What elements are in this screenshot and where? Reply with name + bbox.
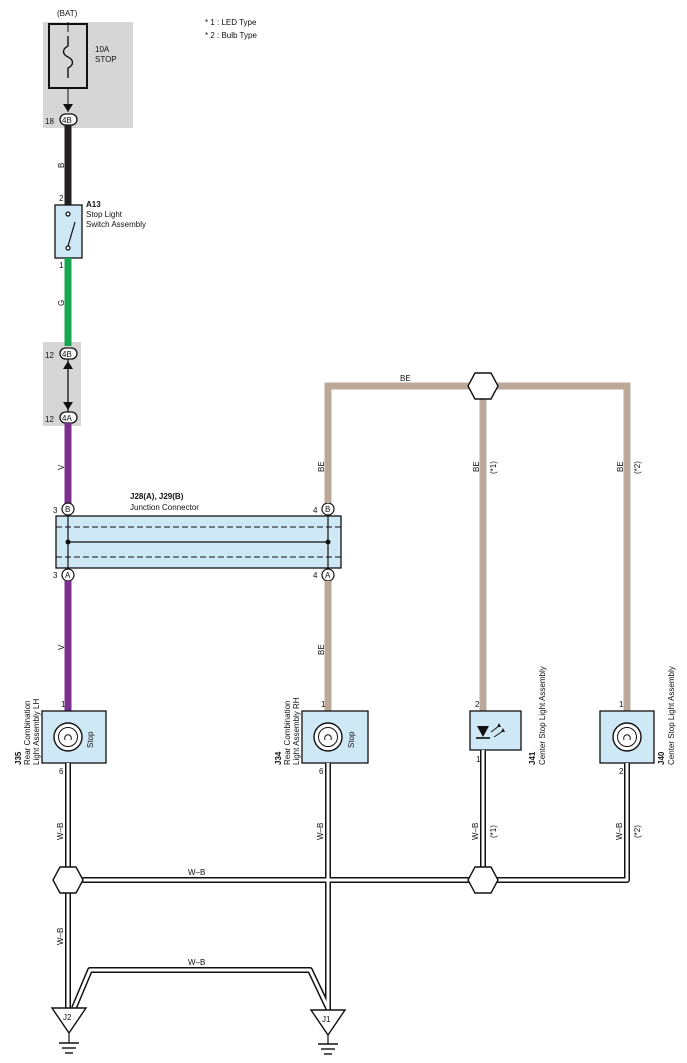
junction-name: Junction Connector [130,503,199,512]
connector-arrow-down-icon [63,402,73,410]
wb-bulb-label: W–B [615,823,624,840]
jc-conn-b-left [61,502,75,516]
lh-code: J35 [14,751,23,765]
bulb-name: Center Stop Light Assembly [667,666,676,765]
white-black-wires [65,750,630,1010]
led-name: Center Stop Light Assembly [538,666,547,765]
ground-j1: J1 [322,1015,331,1024]
switch-contact-icon [65,211,76,251]
pin-12-lower: 12 [45,415,54,424]
lh-name-1: Rear Combination [23,701,32,765]
bulb-pin-out: 2 [619,767,624,776]
jc-conn-a-right-label: A [325,571,331,580]
wb-left-lower-label: W–B [56,928,65,945]
beige-wire-bulb-tag: (*2) [633,461,642,474]
connector-arrow-up-icon [63,361,73,369]
rh-pin-in: 1 [321,700,326,709]
rh-pin-out: 6 [319,767,324,776]
switch-name-2: Switch Assembly [86,220,146,229]
beige-wire-led-tag: (*1) [489,461,498,474]
led-pin-out: 1 [476,755,481,764]
wb-rh-label: W–B [316,823,325,840]
lh-pin-out: 6 [59,767,64,776]
beige-splice [467,372,499,400]
pin-12-upper: 12 [45,351,54,360]
ground-icon [50,1007,88,1054]
bulb-icon [53,722,83,752]
beige-wire-bulb-label: BE [616,461,625,472]
bulb-pin-in: 1 [619,700,624,709]
wb-splice-left [52,866,84,894]
lh-name-2: Light Assembly LH [32,699,41,765]
led-pin-in: 2 [475,700,480,709]
connector-4b-inline-label: 4B [62,350,72,359]
fuse-name: STOP [95,55,117,64]
jc-pin-left-top: 3 [53,506,58,515]
jc-conn-a-left-label: A [65,571,71,580]
lamp-j41 [469,710,522,751]
jc-pin-right-top: 4 [313,506,318,515]
wb-led-tag: (*1) [489,825,498,838]
led-code: J41 [528,751,537,765]
violet-wire-lower-label: V [57,644,66,650]
led-icon [476,723,505,739]
bat-label: (BAT) [57,9,78,18]
fuse-icon [62,36,74,78]
wb-bottom-label: W–B [188,958,205,967]
rh-name-2: Light Assembly RH [292,697,301,765]
junction-code: J28(A), J29(B) [130,492,184,501]
violet-wire-upper-label: V [57,464,66,470]
jc-conn-b-left-label: B [65,505,70,514]
connector-4b-top-label: 4B [62,116,72,125]
jc-pin-left-bottom: 3 [53,571,58,580]
ground-j2: J2 [63,1013,72,1022]
jc-node-left [65,539,71,545]
lh-pin-in: 1 [61,700,66,709]
wb-lh-label: W–B [56,823,65,840]
switch-pin-out: 1 [59,261,64,270]
switch-name-1: Stop Light [86,210,123,219]
bulb-code: J40 [657,751,666,765]
note-bulb: * 2 : Bulb Type [205,31,257,40]
black-wire-label: B [57,163,66,168]
switch-code: A13 [86,200,101,209]
bulb-icon [612,722,642,752]
jc-conn-b-right-label: B [325,505,330,514]
beige-wire-top-label: BE [400,374,411,383]
pin-18: 18 [45,117,54,126]
jc-pin-right-bottom: 4 [313,571,318,580]
ground-icon [309,1009,347,1055]
green-wire-label: G [57,300,66,306]
jc-node-right [325,539,331,545]
beige-wire-rh-label: BE [317,644,326,655]
note-led: * 1 : LED Type [205,18,257,27]
beige-wire-left-label: BE [317,461,326,472]
beige-wire-top [324,382,631,711]
bulb-icon [313,722,343,752]
rh-code: J34 [274,751,283,765]
beige-wire-led-label: BE [472,461,481,472]
fuse-rating: 10A [95,45,110,54]
wb-led-label: W–B [471,823,480,840]
switch-pin-in: 2 [59,194,64,203]
connector-4a-inline-label: 4A [62,414,72,423]
rh-stop-label: Stop [347,731,356,748]
wb-horizontal-label: W–B [188,868,205,877]
wb-splice-right [467,866,499,894]
rh-name-1: Rear Combination [283,701,292,765]
wb-bulb-tag: (*2) [633,825,642,838]
lh-stop-label: Stop [86,731,95,748]
connector-arrow-icon [63,104,73,112]
